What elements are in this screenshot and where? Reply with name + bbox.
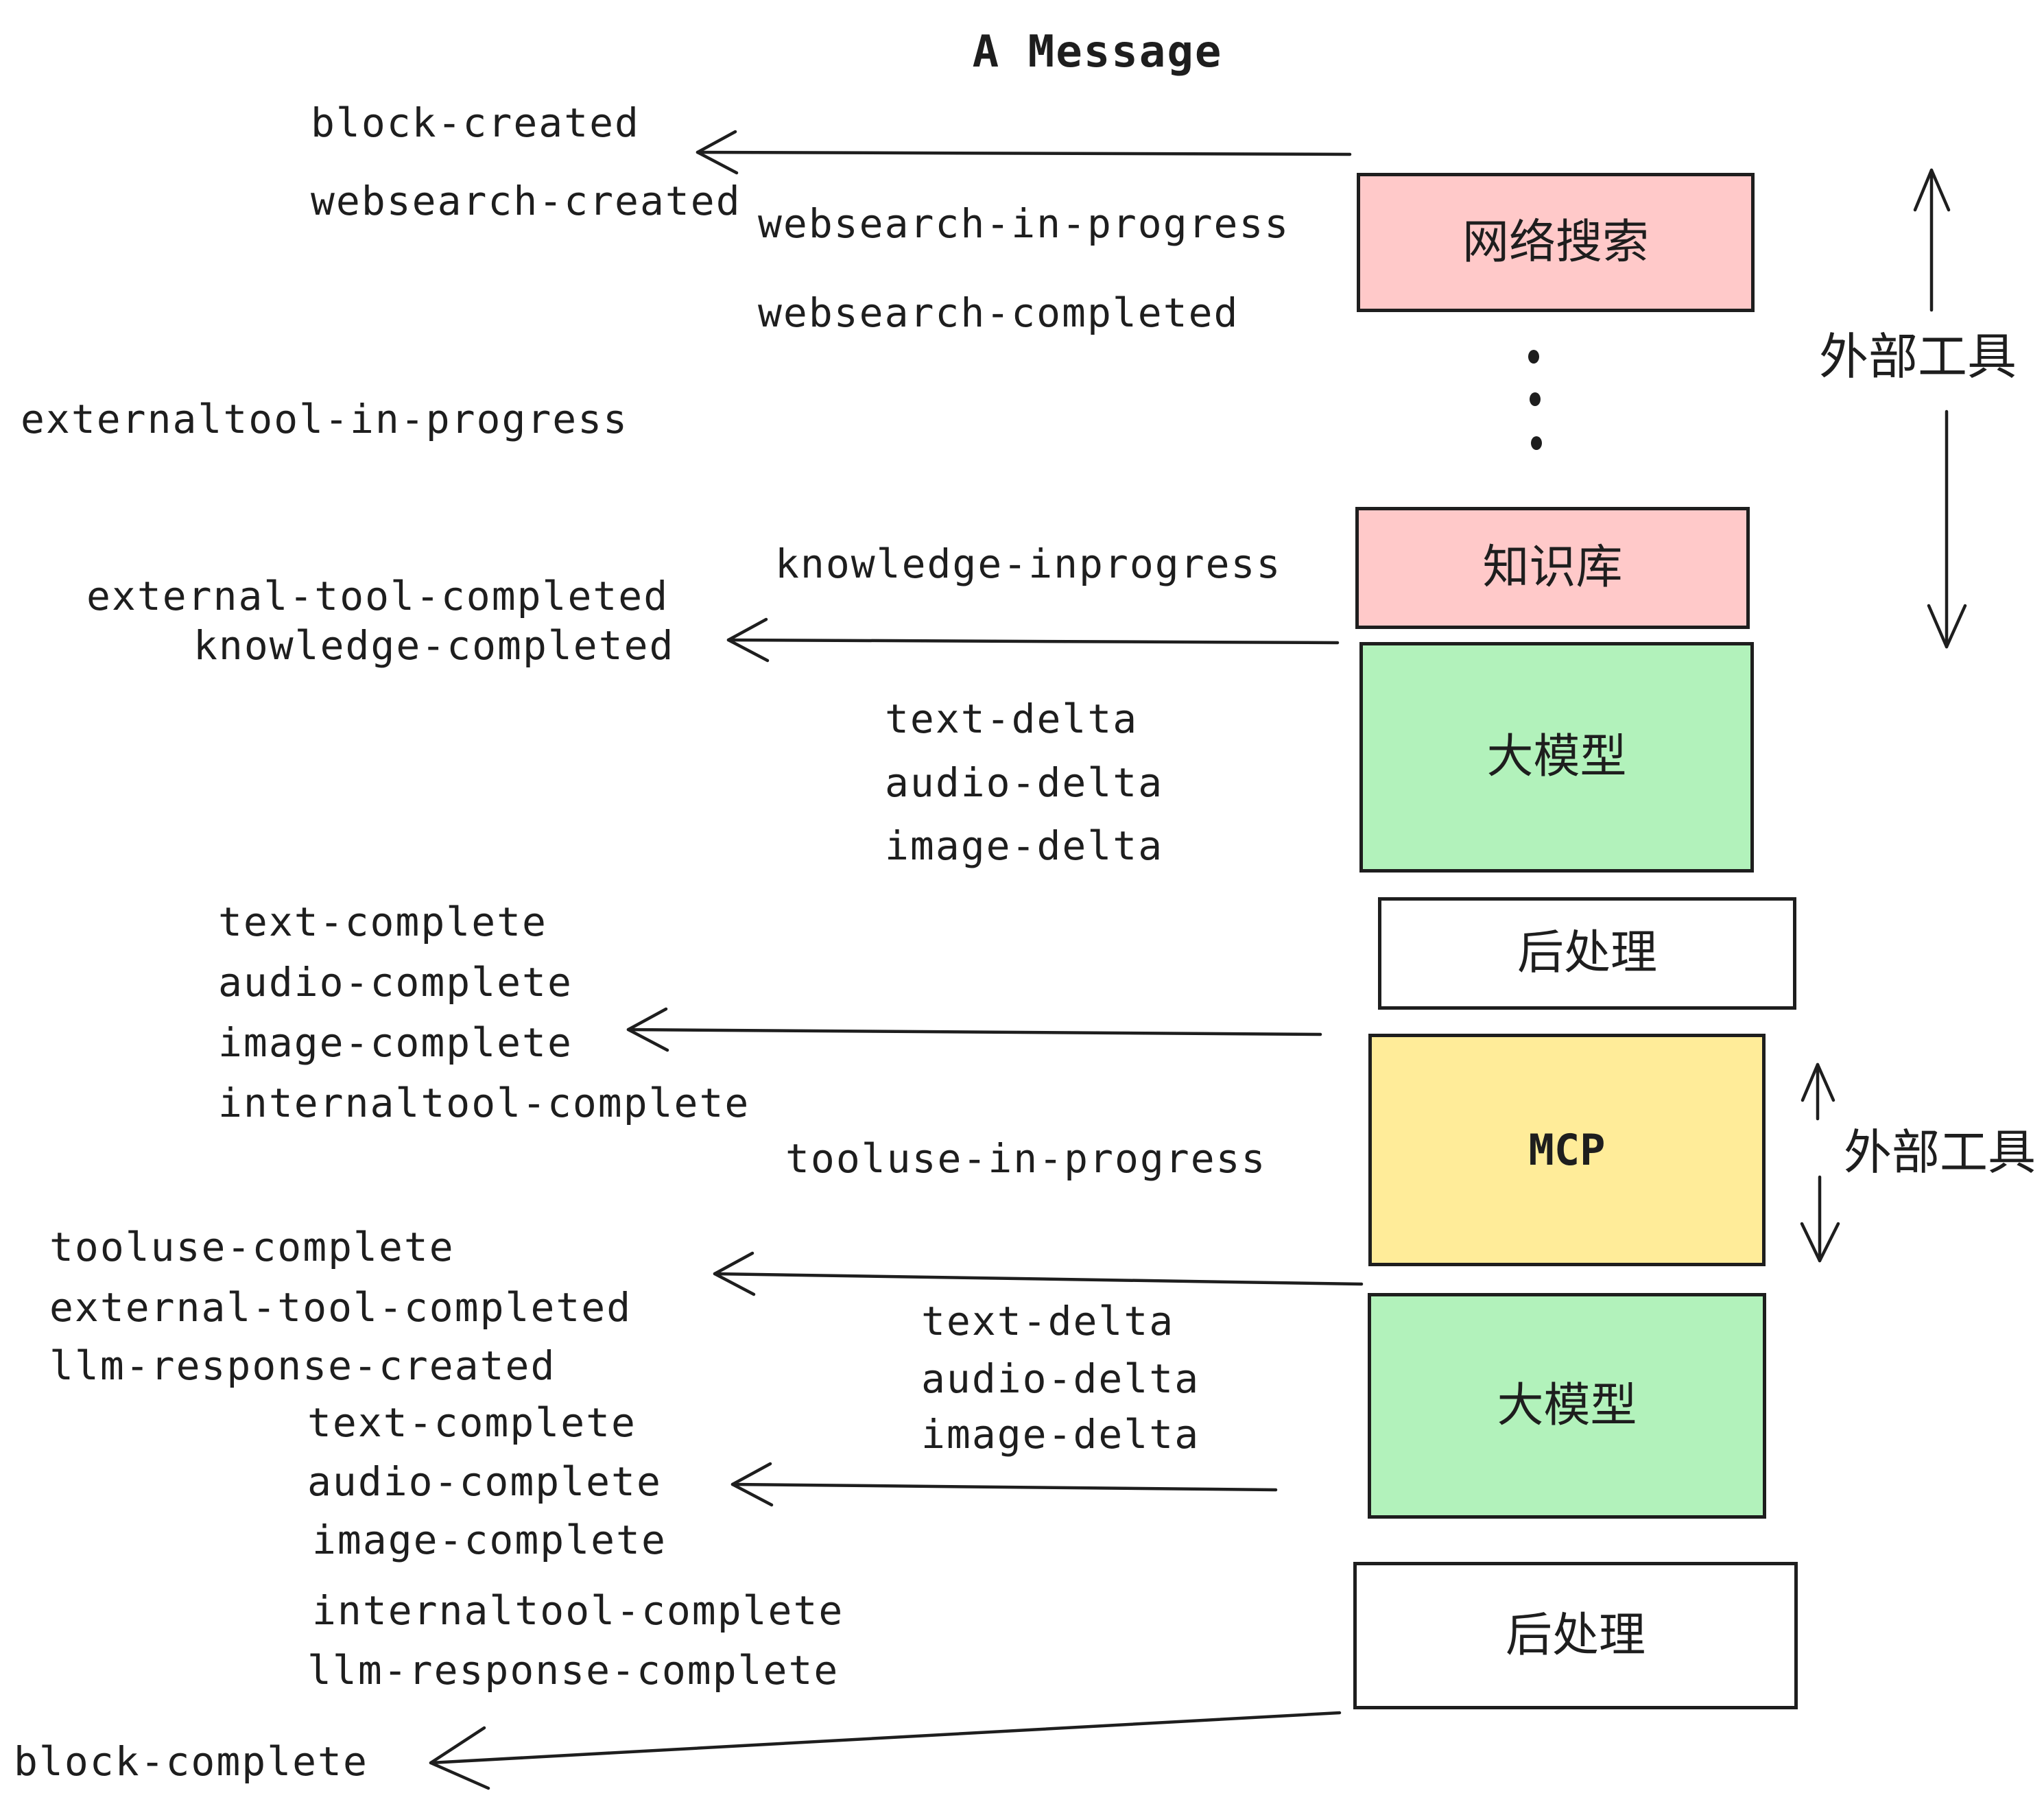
- event-block-complete: block-complete: [14, 1738, 368, 1785]
- event-tooluse-in-progress: tooluse-in-progress: [785, 1135, 1267, 1182]
- arrow-down-mcp-icon: [1800, 1175, 1840, 1263]
- external-tools-top-label: 外部工具: [1819, 328, 2017, 385]
- event-text-complete-2: text-complete: [307, 1399, 637, 1446]
- event-websearch-in-progress: websearch-in-progress: [758, 200, 1290, 247]
- arrow-down-external-tools-icon: [1927, 410, 1967, 649]
- event-audio-complete-2: audio-complete: [307, 1458, 662, 1505]
- arrow-up-mcp-icon: [1801, 1063, 1835, 1121]
- event-llm-response-complete: llm-response-complete: [307, 1647, 840, 1694]
- event-block-created: block-created: [311, 99, 640, 146]
- arrow-up-external-tools-icon: [1913, 168, 1951, 312]
- arrow-left-audio-complete-icon: [730, 1462, 1278, 1507]
- event-knowledge-completed: knowledge-completed: [193, 622, 675, 669]
- box-post-process-bottom: 后处理: [1353, 1562, 1798, 1709]
- box-mcp: MCP: [1368, 1034, 1766, 1266]
- event-internaltool-complete-1: internaltool-complete: [218, 1080, 750, 1126]
- box-post-process-top: 后处理: [1378, 897, 1796, 1010]
- event-image-complete-1: image-complete: [218, 1019, 573, 1066]
- box-mcp-label: MCP: [1528, 1124, 1606, 1175]
- arrow-left-image-complete-icon: [626, 1007, 1322, 1052]
- event-externaltool-in-progress: externaltool-in-progress: [21, 396, 629, 442]
- external-tools-mcp-label: 外部工具: [1844, 1124, 2036, 1180]
- arrow-left-block-created-icon: [696, 130, 1352, 175]
- page-title: A Message: [972, 27, 1223, 78]
- event-audio-delta-1: audio-delta: [885, 759, 1164, 806]
- box-post-process-bottom-label: 后处理: [1505, 1608, 1645, 1663]
- box-web-search: 网络搜索: [1357, 173, 1755, 312]
- ellipsis-dots-icon: [1528, 350, 1542, 450]
- event-text-delta-1: text-delta: [885, 696, 1139, 742]
- box-knowledge: 知识库: [1355, 507, 1750, 629]
- arrow-left-tooluse-complete-icon: [713, 1251, 1364, 1296]
- box-llm-top-label: 大模型: [1486, 730, 1627, 784]
- event-websearch-completed: websearch-completed: [758, 289, 1239, 336]
- box-post-process-top-label: 后处理: [1517, 926, 1657, 980]
- event-audio-delta-2: audio-delta: [921, 1355, 1200, 1402]
- event-image-complete-2: image-complete: [312, 1517, 667, 1563]
- event-llm-response-created: llm-response-created: [49, 1342, 556, 1389]
- event-external-tool-completed-2: external-tool-completed: [49, 1284, 632, 1331]
- event-websearch-created: websearch-created: [311, 178, 741, 224]
- box-llm-top: 大模型: [1359, 642, 1754, 873]
- arrow-left-block-complete-icon: [429, 1711, 1342, 1790]
- event-image-delta-1: image-delta: [885, 822, 1164, 869]
- box-knowledge-label: 知识库: [1482, 541, 1623, 595]
- event-external-tool-completed-1: external-tool-completed: [86, 573, 669, 619]
- event-internaltool-complete-2: internaltool-complete: [312, 1587, 844, 1634]
- arrow-left-knowledge-completed-icon: [726, 617, 1340, 663]
- box-llm-bottom: 大模型: [1368, 1293, 1766, 1519]
- box-llm-bottom-label: 大模型: [1497, 1378, 1637, 1433]
- event-audio-complete-1: audio-complete: [218, 959, 573, 1006]
- event-knowledge-inprogress: knowledge-inprogress: [775, 541, 1282, 587]
- box-web-search-label: 网络搜索: [1462, 215, 1649, 270]
- event-text-delta-2: text-delta: [921, 1298, 1175, 1344]
- event-tooluse-complete: tooluse-complete: [49, 1224, 455, 1270]
- event-text-complete-1: text-complete: [218, 899, 547, 945]
- event-image-delta-2: image-delta: [921, 1411, 1200, 1458]
